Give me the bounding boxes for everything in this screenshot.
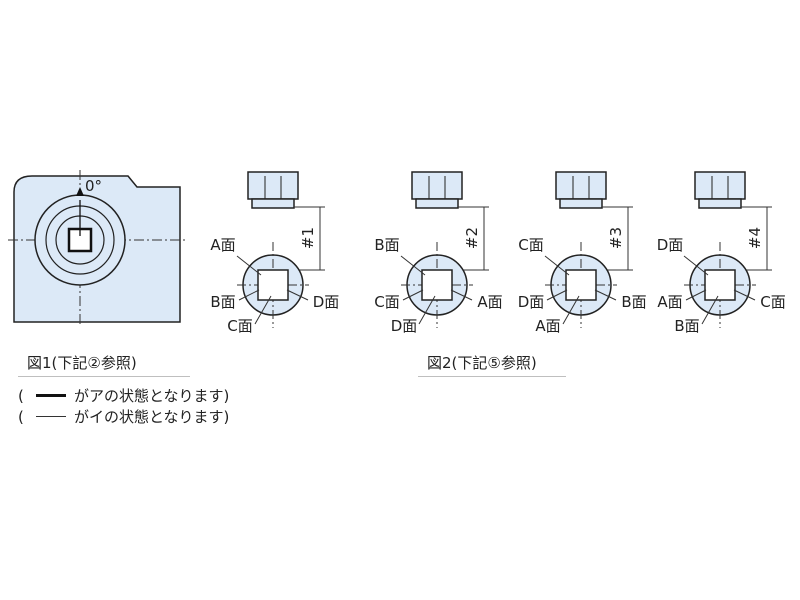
leader-right <box>733 289 756 301</box>
square-socket <box>565 269 597 301</box>
leader-bottom <box>254 295 272 325</box>
legend-text-i: がイの状態となります) <box>74 408 230 426</box>
leader-top <box>683 255 709 276</box>
face-label-right: C面 <box>760 293 785 311</box>
leader-bottom <box>701 295 719 325</box>
leader-top <box>544 255 570 276</box>
leader-right <box>286 289 309 301</box>
leader-bottom <box>418 295 436 325</box>
thin-line-sample <box>36 416 66 417</box>
figure-1-caption: 図1(下記②参照) <box>27 354 137 372</box>
hex-head <box>411 171 463 200</box>
figure-2-underline <box>418 376 566 377</box>
face-label-top: A面 <box>210 236 235 254</box>
bolt-unit-2: #2 B面 C面 A面 D面 <box>374 171 503 335</box>
angle-label: 0° <box>85 177 102 195</box>
bolt-unit-4: #4 D面 A面 C面 B面 <box>657 171 786 335</box>
hex-head <box>555 171 607 200</box>
face-label-top: D面 <box>657 236 684 254</box>
legend-row-thick: ( がアの状態となります) <box>18 385 229 406</box>
leader-bottom <box>562 295 580 325</box>
washer <box>251 198 295 209</box>
face-label-right: D面 <box>313 293 340 311</box>
leader-top <box>236 255 262 276</box>
legend-row-thin: ( がイの状態となります) <box>18 406 229 427</box>
legend-paren: ( <box>18 407 24 426</box>
face-label-bottom: B面 <box>674 317 699 335</box>
face-label-left: C面 <box>374 293 399 311</box>
figure-1-underline <box>18 376 190 377</box>
square-socket <box>421 269 453 301</box>
leader-left <box>685 289 707 301</box>
bolt-unit-1: #1 A面 B面 D面 C面 <box>210 171 340 335</box>
figure-2-caption: 図2(下記⑤参照) <box>427 354 537 372</box>
leader-left <box>402 289 424 301</box>
legend-paren: ( <box>18 386 24 405</box>
square-socket <box>257 269 289 301</box>
washer <box>415 198 459 209</box>
face-label-bottom: A面 <box>535 317 560 335</box>
face-label-bottom: C面 <box>227 317 252 335</box>
face-label-top: C面 <box>518 236 543 254</box>
face-label-left: A面 <box>657 293 682 311</box>
dimension-number: #1 <box>299 227 317 249</box>
bolt-unit-3: #3 C面 D面 B面 A面 <box>518 171 647 335</box>
leader-right <box>450 289 473 301</box>
face-label-bottom: D面 <box>391 317 418 335</box>
washer <box>698 198 742 209</box>
face-label-left: D面 <box>518 293 545 311</box>
face-label-top: B面 <box>374 236 399 254</box>
leader-left <box>546 289 568 301</box>
washer <box>559 198 603 209</box>
face-label-left: B面 <box>210 293 235 311</box>
dimension-number: #3 <box>607 227 625 249</box>
hex-head <box>247 171 299 200</box>
figure-1: 0° <box>8 170 185 327</box>
legend-text-a: がアの状態となります) <box>74 387 230 405</box>
leader-top <box>400 255 426 276</box>
hex-head <box>694 171 746 200</box>
face-label-right: A面 <box>477 293 502 311</box>
face-label-right: B面 <box>621 293 646 311</box>
thick-line-sample <box>36 394 66 397</box>
leader-left <box>238 289 260 301</box>
dimension-number: #2 <box>463 227 481 249</box>
arrow-head <box>76 187 84 196</box>
dimension-number: #4 <box>746 227 764 249</box>
leader-right <box>594 289 617 301</box>
square-socket <box>704 269 736 301</box>
